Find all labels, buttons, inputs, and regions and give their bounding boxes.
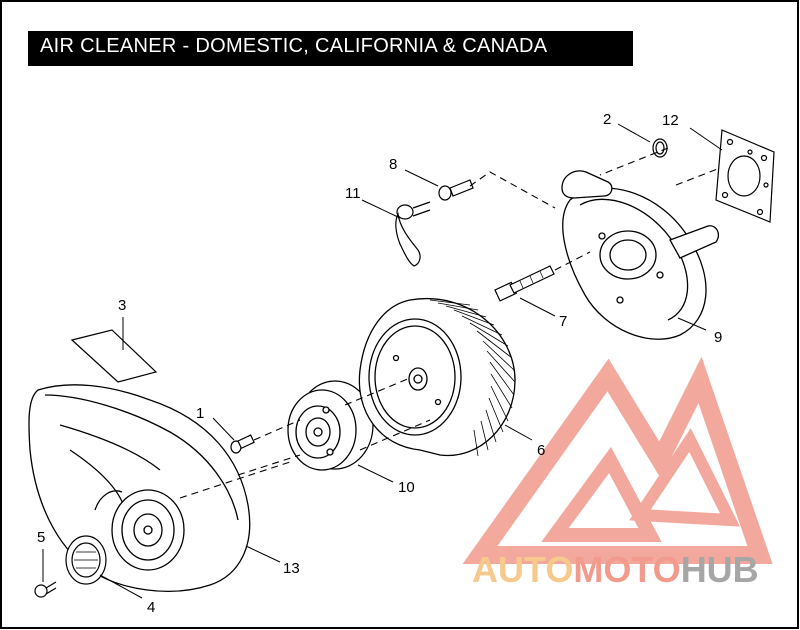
label-sticker: [70, 329, 158, 383]
callout-3: 3: [118, 297, 126, 314]
callout-6: 6: [537, 442, 545, 459]
callout-7: 7: [559, 313, 567, 330]
support-bolt: [494, 265, 555, 302]
watermark-text: AUTOMOTOHUB: [472, 549, 759, 590]
breather-bolt: [438, 179, 474, 201]
breather-tube: [395, 201, 431, 267]
callout-4: 4: [147, 599, 155, 616]
watermark-logo: [462, 356, 773, 564]
filter-element: [358, 298, 516, 457]
page-title: AIR CLEANER - DOMESTIC, CALIFORNIA & CAN…: [40, 35, 548, 57]
callout-11: 11: [345, 185, 361, 202]
title-bar: AIR CLEANER - DOMESTIC, CALIFORNIA & CAN…: [28, 31, 633, 66]
medallion: [65, 535, 107, 585]
callout-5: 5: [37, 529, 45, 546]
callout-10: 10: [398, 479, 415, 496]
callout-1: 1: [196, 405, 204, 422]
backplate: [561, 170, 720, 340]
gasket: [715, 129, 775, 223]
callout-9: 9: [714, 329, 722, 346]
callout-labels: 1 2 3 4 5 6 7 8 9 10 11 12 13: [37, 111, 722, 616]
callout-8: 8: [389, 156, 397, 173]
callout-13: 13: [283, 560, 300, 577]
leader-lines: [42, 123, 723, 599]
cover-screw: [34, 581, 57, 598]
assembly-guide-lines: [179, 147, 721, 499]
callout-12: 12: [662, 112, 679, 129]
callout-2: 2: [603, 111, 611, 128]
screw: [230, 434, 255, 454]
cover-insert: [287, 380, 374, 471]
